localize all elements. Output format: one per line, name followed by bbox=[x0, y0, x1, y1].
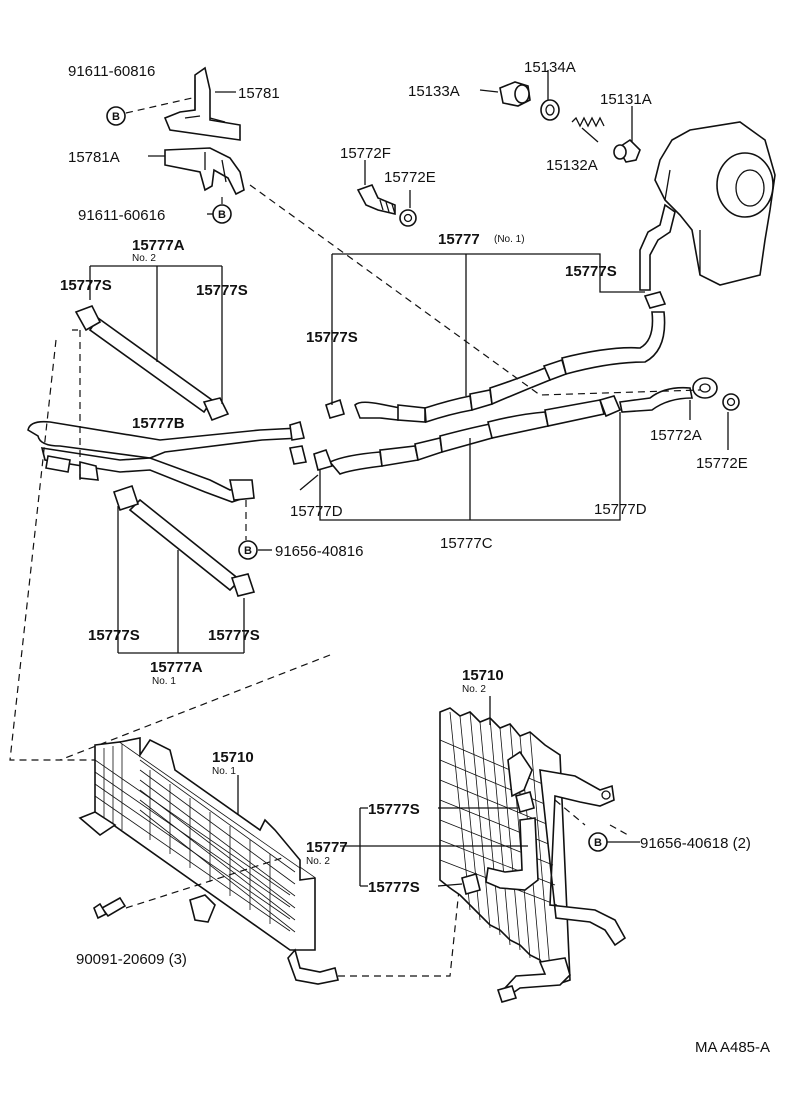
label-15781A: 15781A bbox=[68, 149, 120, 166]
label-15777S-cooler-bottom: 15777S bbox=[368, 879, 420, 896]
label-15781: 15781 bbox=[238, 85, 280, 102]
label-15777S-bottom-left: 15777S bbox=[88, 627, 140, 644]
label-15772E-top: 15772E bbox=[384, 169, 436, 186]
bolt-marker-91611-60816: B bbox=[106, 106, 126, 126]
label-15710-no2: 15710 bbox=[462, 667, 504, 684]
label-91656-40816: 91656-40816 bbox=[275, 543, 363, 560]
label-15133A: 15133A bbox=[408, 83, 460, 100]
label-15777-no1-sub: (No. 1) bbox=[494, 234, 525, 245]
spring-15132A bbox=[571, 116, 605, 128]
label-15710-no2-sub: No. 2 bbox=[462, 684, 486, 695]
label-15777S-right: 15777S bbox=[565, 263, 617, 280]
label-91656-40618: 91656-40618 (2) bbox=[640, 835, 751, 852]
label-15772E-right: 15772E bbox=[696, 455, 748, 472]
oil-cooler-15710-no1 bbox=[78, 737, 339, 985]
svg-text:B: B bbox=[112, 111, 120, 123]
oil-cooler-15710-no2 bbox=[439, 707, 627, 1003]
hose-assembly-15777-no1 bbox=[325, 291, 667, 424]
bracket-15781 bbox=[163, 66, 241, 141]
hose-15777A-no1 bbox=[112, 484, 256, 597]
label-15777-no2: 15777 bbox=[306, 839, 348, 856]
hose-assembly-15777C bbox=[313, 377, 718, 475]
svg-text:B: B bbox=[218, 209, 226, 221]
label-15710-no1-sub: No. 1 bbox=[212, 766, 236, 777]
union-bolt-15772F bbox=[356, 184, 396, 216]
label-15777S-top-left: 15777S bbox=[60, 277, 112, 294]
valve-15131A bbox=[613, 138, 641, 163]
label-15777-no2-sub: No. 2 bbox=[306, 856, 330, 867]
bolt-marker-91656-40816: B bbox=[238, 540, 258, 560]
label-90091-20609: 90091-20609 (3) bbox=[76, 951, 187, 968]
label-15777A-bottom-sub: No. 1 bbox=[152, 676, 176, 687]
label-15777S-mid: 15777S bbox=[306, 329, 358, 346]
label-15772F: 15772F bbox=[340, 145, 391, 162]
svg-text:B: B bbox=[244, 545, 252, 557]
label-15777A-top: 15777A bbox=[132, 237, 185, 254]
label-15777S-top-right: 15777S bbox=[196, 282, 248, 299]
label-15777S-bottom-right: 15777S bbox=[208, 627, 260, 644]
gasket-15772E-right bbox=[722, 393, 740, 411]
label-15777B: 15777B bbox=[132, 415, 185, 432]
bolt-marker-91656-40618: B bbox=[588, 832, 608, 852]
oil-pump-body bbox=[639, 121, 776, 291]
label-15772A: 15772A bbox=[650, 427, 702, 444]
label-15777A-bottom: 15777A bbox=[150, 659, 203, 676]
svg-text:B: B bbox=[594, 837, 602, 849]
bolt-marker-91611-60616: B bbox=[212, 204, 232, 224]
hose-15777A-no2 bbox=[74, 304, 230, 422]
label-91611-60616: 91611-60616 bbox=[78, 207, 165, 224]
label-15777A-top-sub: No. 2 bbox=[132, 253, 156, 264]
label-15777D-left: 15777D bbox=[290, 503, 343, 520]
label-15777C: 15777C bbox=[440, 535, 493, 552]
label-91611-60816: 91611-60816 bbox=[68, 63, 155, 80]
gasket-15134A bbox=[540, 99, 560, 121]
label-15131A: 15131A bbox=[600, 91, 652, 108]
label-15134A: 15134A bbox=[524, 59, 576, 76]
label-15132A: 15132A bbox=[546, 157, 598, 174]
pipe-15777B bbox=[27, 420, 307, 503]
bracket-15781A bbox=[164, 147, 245, 196]
label-15777D-right: 15777D bbox=[594, 501, 647, 518]
plug-15133A bbox=[499, 81, 531, 107]
label-15777-no1: 15777 bbox=[438, 231, 480, 248]
gasket-15772E-top bbox=[399, 209, 417, 227]
diagram-reference-code: MA A485-A bbox=[695, 1039, 770, 1056]
label-15710-no1: 15710 bbox=[212, 749, 254, 766]
label-15777S-cooler-top: 15777S bbox=[368, 801, 420, 818]
